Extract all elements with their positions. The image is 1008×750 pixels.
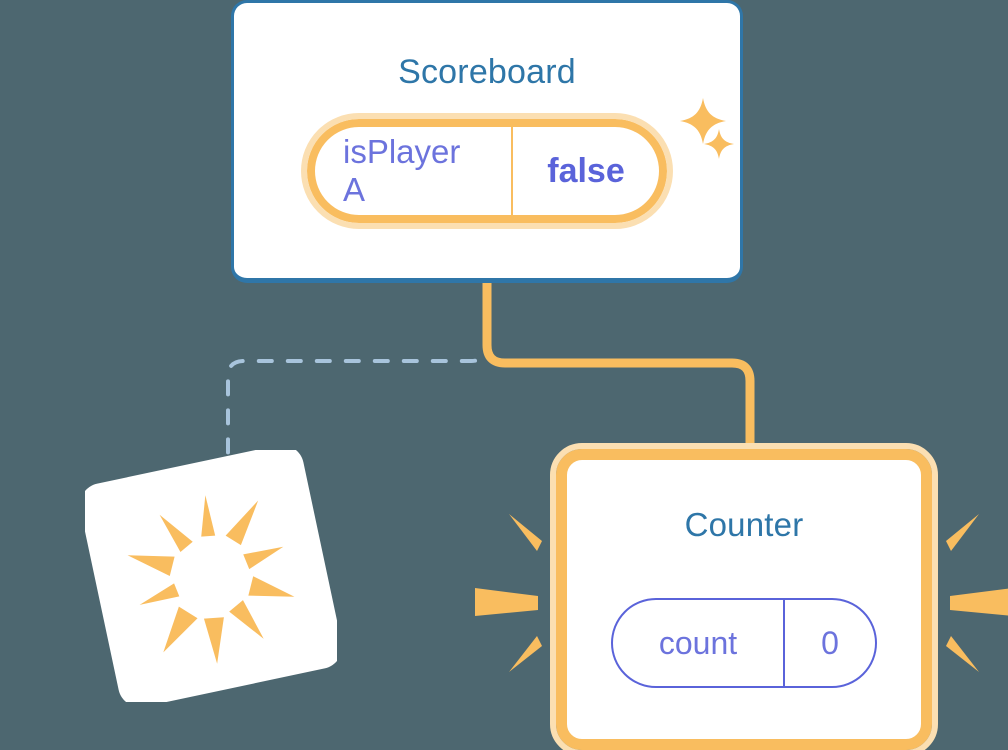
burst-ray <box>475 588 538 616</box>
counter-card[interactable]: Counter count 0 <box>550 443 938 750</box>
scoreboard-title: Scoreboard <box>398 53 576 91</box>
connector-scoreboard-to-counter <box>482 277 755 470</box>
flash-card-surface <box>85 450 337 702</box>
burst-ray <box>950 588 1008 616</box>
sparkle-large-icon <box>680 98 726 144</box>
burst-ray <box>243 546 284 570</box>
counter-pill-wrap: count 0 <box>611 598 877 688</box>
scoreboard-pill[interactable]: isPlayer A false <box>301 113 673 229</box>
burst-ray <box>127 555 175 577</box>
counter-pill[interactable]: count 0 <box>611 598 877 688</box>
scoreboard-card[interactable]: Scoreboard isPlayer A false <box>231 0 743 283</box>
counter-burst-rays-left <box>475 514 542 672</box>
burst-ray <box>946 514 979 551</box>
scoreboard-pill-wrap: isPlayer A false <box>301 113 673 229</box>
flash-card-burst-rays <box>127 495 295 664</box>
burst-ray <box>509 636 542 672</box>
burst-ray <box>229 600 264 639</box>
burst-ray <box>225 500 259 546</box>
sparkle-small-icon <box>704 129 734 159</box>
burst-ray <box>946 636 979 672</box>
counter-title: Counter <box>684 506 804 543</box>
scoreboard-pill-value: false <box>547 151 625 190</box>
burst-ray <box>201 495 216 537</box>
burst-ray <box>203 617 224 664</box>
burst-ray <box>159 514 193 553</box>
burst-ray <box>163 606 198 653</box>
burst-ray <box>139 583 180 605</box>
burst-ray <box>248 576 295 597</box>
scoreboard-pill-key: isPlayer A <box>315 127 513 215</box>
counter-pill-key: count <box>613 600 785 686</box>
burst-ray <box>509 514 542 551</box>
counter-pill-value: 0 <box>821 624 839 661</box>
flash-card[interactable] <box>85 450 337 702</box>
counter-burst-rays-right <box>946 514 1008 672</box>
